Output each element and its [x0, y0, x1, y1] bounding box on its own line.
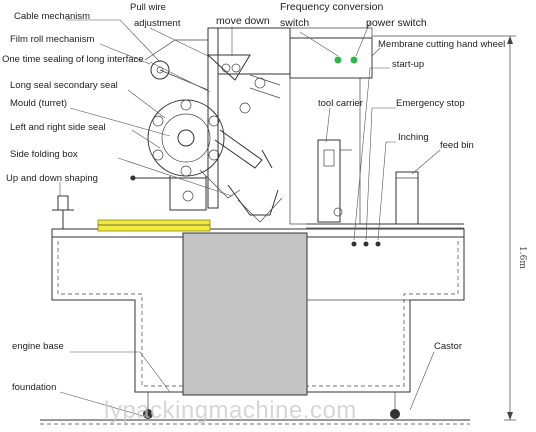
label-height-dimension: 1.6m	[517, 246, 527, 269]
inching-button[interactable]	[375, 241, 381, 247]
seal-rod-knob	[130, 175, 136, 181]
leader-film-roll	[99, 43, 151, 65]
film-path-2	[249, 87, 281, 99]
feed-bin	[395, 171, 419, 225]
side-seal-arm	[199, 169, 241, 199]
watermark-text: lypackingmachine.com	[104, 397, 357, 424]
film-roll-arm	[159, 69, 209, 91]
film-roll-wheel	[150, 60, 170, 80]
turret-hole-2	[208, 115, 220, 127]
turret-hole-3	[208, 149, 220, 161]
turret-wheel	[147, 99, 225, 177]
leader-mould	[69, 107, 171, 137]
label-cable-mechanism: Cable mechanism	[14, 11, 90, 22]
label-film-roll: Film roll mechanism	[10, 34, 95, 45]
leader-membrane	[371, 47, 381, 57]
label-inching: Inching	[398, 132, 429, 143]
sealing-arm	[214, 129, 263, 169]
label-frequency-conversion: Frequency conversion	[280, 1, 383, 13]
label-tool-carrier: tool carrier	[318, 98, 363, 109]
leader-inching	[377, 141, 396, 241]
start-up-button[interactable]	[351, 241, 357, 247]
turret-hole-1	[180, 99, 192, 111]
label-engine-base: engine base	[12, 341, 64, 352]
label-pull-wire-adjustment: adjustment	[134, 18, 181, 29]
leader-feed-bin	[411, 149, 441, 175]
leader-long-seal	[127, 89, 166, 119]
folding-guide	[237, 197, 283, 223]
leader-foundation	[59, 391, 151, 419]
leader-freq-switch	[299, 31, 339, 57]
label-power-switch: power switch	[366, 17, 427, 29]
turret-inner-ring	[161, 113, 211, 163]
move-down-mechanism	[206, 54, 251, 81]
leader-engine-base	[70, 351, 171, 393]
label-pull-wire: Pull wire	[130, 2, 166, 13]
leader-pull-wire	[149, 27, 213, 59]
idler-roller	[254, 77, 266, 89]
shaping-block	[57, 195, 69, 211]
cable-arm	[144, 39, 208, 61]
film-path-1	[249, 74, 281, 86]
tool-carrier-wheel	[333, 207, 343, 217]
leader-power-switch	[355, 21, 371, 57]
label-move-down: move down	[216, 15, 270, 27]
castor-right	[390, 409, 400, 419]
label-feed-bin: feed bin	[440, 140, 474, 151]
label-castor: Castor	[434, 341, 462, 352]
emergency-stop-button[interactable]	[363, 241, 369, 247]
feed-strip	[97, 219, 211, 232]
dim-arrow-top	[507, 36, 513, 44]
power-switch-icon[interactable]	[350, 56, 358, 64]
label-long-seal: Long seal secondary seal	[10, 80, 118, 91]
turret-column	[182, 232, 308, 396]
turret-bracket	[169, 176, 207, 211]
leader-tool-carrier	[325, 107, 331, 143]
label-one-time-sealing: One time sealing of long interface	[2, 54, 144, 65]
bracket-pivot	[182, 190, 194, 202]
label-membrane-cutting: Membrane cutting hand wheel	[378, 39, 505, 50]
tool-carrier	[317, 139, 341, 223]
move-down-roller-2	[231, 63, 241, 73]
tool-carrier-slot	[323, 149, 335, 167]
top-frame	[217, 27, 291, 75]
turret-hole-4	[180, 165, 192, 177]
folding-box	[227, 184, 279, 216]
turret-hole-6	[152, 115, 164, 127]
frequency-switch-icon[interactable]	[334, 56, 342, 64]
seal-lever	[261, 149, 273, 169]
leader-start-up	[353, 67, 390, 241]
dim-arrow-bottom	[507, 412, 513, 420]
label-up-down-shaping: Up and down shaping	[6, 173, 98, 184]
leader-cable-mechanism	[66, 19, 161, 63]
label-frequency-switch: switch	[280, 17, 309, 29]
turret-hub	[177, 129, 195, 147]
label-side-folding: Side folding box	[10, 149, 78, 160]
right-column	[289, 77, 361, 225]
move-down-roller	[221, 63, 231, 73]
leader-emergency-stop	[365, 107, 396, 241]
control-box	[289, 37, 373, 79]
label-mould: Mould (turret)	[10, 98, 67, 109]
idler-roller-2	[239, 102, 251, 114]
label-foundation: foundation	[12, 382, 56, 393]
label-start-up: start-up	[392, 59, 424, 70]
leader-one-time-sealing	[149, 61, 211, 93]
leader-left-right-seal	[131, 129, 161, 149]
leader-side-folding	[117, 157, 233, 197]
leader-castor	[409, 351, 435, 411]
label-left-right-seal: Left and right side seal	[10, 122, 106, 133]
label-emergency-stop: Emergency stop	[396, 98, 465, 109]
turret-hole-5	[152, 149, 164, 161]
